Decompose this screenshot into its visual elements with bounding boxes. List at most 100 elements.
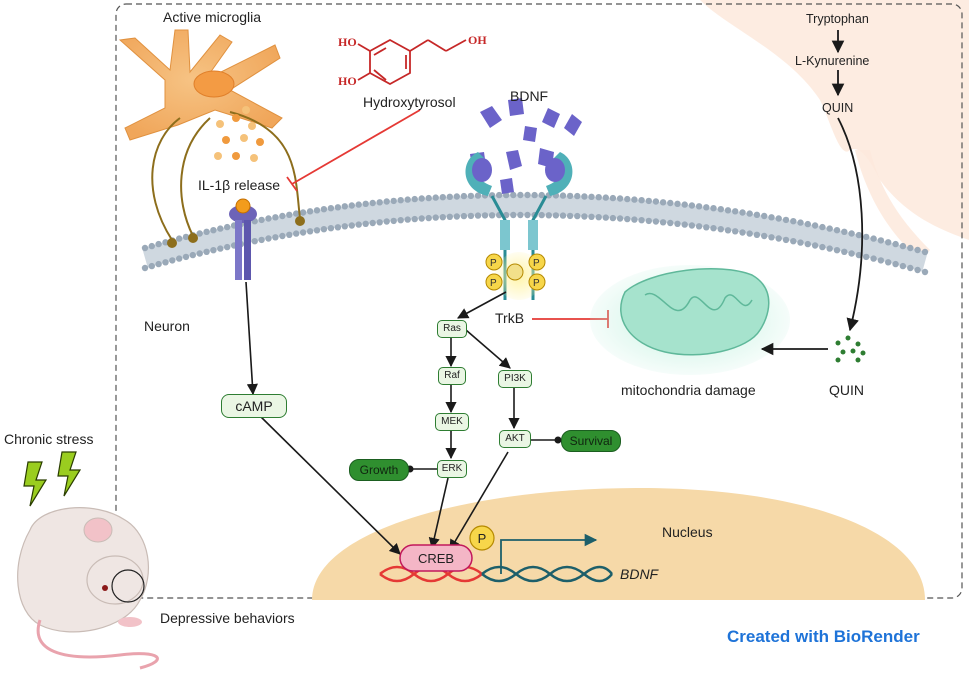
membrane-lipid-head bbox=[293, 210, 300, 217]
membrane-lipid-head bbox=[833, 227, 841, 234]
membrane-lipid-head bbox=[348, 202, 355, 209]
membrane-lipid-head bbox=[804, 220, 811, 228]
membrane-lipid-head bbox=[775, 215, 782, 222]
membrane-lipid-head bbox=[710, 225, 717, 232]
membrane-lipid-head bbox=[404, 216, 411, 223]
membrane-lipid-head bbox=[327, 225, 335, 232]
membrane-lipid-head bbox=[674, 220, 681, 227]
membrane-lipid-head bbox=[517, 191, 524, 199]
membrane-lipid-head bbox=[467, 212, 475, 220]
membrane-lipid-head bbox=[453, 193, 460, 200]
membrane-lipid-head bbox=[667, 219, 674, 227]
membrane-lipid-head bbox=[467, 192, 475, 200]
membrane-lipid-head bbox=[411, 195, 418, 203]
membrane-lipid-head bbox=[581, 193, 588, 200]
membrane-lipid-head bbox=[914, 266, 921, 274]
chronic-stress-label: Chronic stress bbox=[4, 431, 94, 447]
membrane-lipid-head bbox=[848, 230, 855, 237]
membrane-lipid-head bbox=[855, 251, 863, 259]
membrane-lipid-head bbox=[768, 234, 775, 241]
membrane-lipid-head bbox=[404, 196, 411, 203]
connector-dot bbox=[554, 436, 562, 444]
membrane-lipid-head bbox=[217, 225, 224, 232]
membrane-lipid-head bbox=[383, 198, 390, 205]
membrane-lipid-head bbox=[425, 214, 432, 222]
membrane-lipid-head bbox=[724, 227, 732, 234]
membrane-lipid-head bbox=[855, 231, 863, 239]
growth-outcome: Growth bbox=[349, 459, 409, 481]
membrane-lipid-head bbox=[848, 250, 855, 257]
membrane-lipid-head bbox=[753, 211, 761, 218]
microglia-processes bbox=[151, 111, 301, 241]
membrane-lipid-head bbox=[581, 213, 588, 220]
il1-receptor bbox=[229, 198, 257, 280]
membrane-lipid-head bbox=[870, 235, 877, 242]
membrane-lipid-head bbox=[688, 222, 696, 229]
trkb-label: TrkB bbox=[495, 310, 525, 326]
membrane-lipid-head bbox=[574, 192, 581, 200]
membrane-lipid-head bbox=[921, 268, 929, 276]
membrane-lipid-head bbox=[559, 212, 567, 219]
membrane-lipid-head bbox=[746, 210, 753, 217]
membrane-lipid-head bbox=[899, 262, 907, 270]
mitochondria-damage-label: mitochondria damage bbox=[621, 382, 756, 398]
membrane-lipid-head bbox=[390, 197, 397, 205]
membrane-lipid-head bbox=[775, 235, 782, 242]
membrane-lipid-head bbox=[739, 229, 746, 236]
membrane-lipid-head bbox=[141, 244, 149, 252]
membrane-lipid-head bbox=[334, 204, 342, 211]
ho-label-top: HO bbox=[338, 35, 357, 49]
nucleus-label: Nucleus bbox=[662, 524, 713, 540]
membrane-lipid-head bbox=[652, 218, 660, 225]
membrane-lipid-head bbox=[432, 194, 439, 201]
membrane-lipid-head bbox=[811, 222, 819, 229]
membrane-lipid-head bbox=[616, 195, 624, 202]
pi3k-node: PI3K bbox=[498, 370, 532, 388]
l-kynurenine-label: L-Kynurenine bbox=[795, 54, 870, 68]
membrane-lipid-head bbox=[362, 220, 369, 227]
membrane-lipid-head bbox=[588, 213, 595, 220]
membrane-lipid-head bbox=[481, 212, 489, 219]
membrane-lipid-head bbox=[453, 213, 460, 220]
membrane-lipid-head bbox=[753, 231, 761, 238]
membrane-lipid-head bbox=[155, 260, 162, 268]
mek-node: MEK bbox=[435, 413, 469, 431]
membrane-lipid-head bbox=[265, 215, 272, 222]
membrane-lipid-head bbox=[510, 211, 517, 219]
membrane-lipid-head bbox=[299, 229, 307, 236]
membrane-lipid-head bbox=[841, 228, 848, 235]
membrane-lipid-head bbox=[732, 208, 739, 215]
membrane-lipid-head bbox=[921, 248, 929, 256]
membrane-lipid-head bbox=[224, 223, 231, 231]
membrane-lipid-head bbox=[638, 197, 645, 204]
membrane-lipid-head bbox=[306, 228, 314, 235]
trkb-receptor bbox=[465, 152, 573, 300]
membrane-lipid-head bbox=[652, 198, 660, 205]
membrane-lipid-head bbox=[279, 212, 286, 220]
membrane-lipid-head bbox=[439, 194, 446, 201]
erk-node: ERK bbox=[437, 460, 467, 478]
mouse-illustration bbox=[17, 507, 159, 670]
membrane-lipid-head bbox=[524, 191, 531, 199]
membrane-lipid-head bbox=[695, 203, 703, 210]
membrane-lipid-head bbox=[362, 200, 369, 207]
membrane-lipid-head bbox=[638, 217, 645, 224]
membrane-lipid-head bbox=[196, 250, 203, 257]
membrane-lipid-head bbox=[717, 226, 724, 233]
membrane-lipid-head bbox=[390, 217, 397, 225]
membrane-lipid-head bbox=[616, 215, 624, 222]
membrane-lipid-head bbox=[306, 208, 314, 215]
membrane-lipid-head bbox=[538, 191, 545, 199]
biorender-credit: Created with BioRender bbox=[727, 627, 920, 646]
membrane-lipid-head bbox=[488, 212, 496, 219]
membrane-lipid-head bbox=[432, 214, 439, 221]
membrane-lipid-head bbox=[819, 223, 826, 231]
membrane-lipid-head bbox=[877, 257, 885, 264]
hydroxytyrosol-structure bbox=[357, 38, 467, 86]
membrane-lipid-head bbox=[907, 244, 914, 252]
survival-outcome: Survival bbox=[561, 430, 621, 452]
membrane-lipid-head bbox=[703, 204, 710, 211]
lightning-icon bbox=[23, 451, 82, 507]
membrane-lipid-head bbox=[224, 243, 231, 251]
